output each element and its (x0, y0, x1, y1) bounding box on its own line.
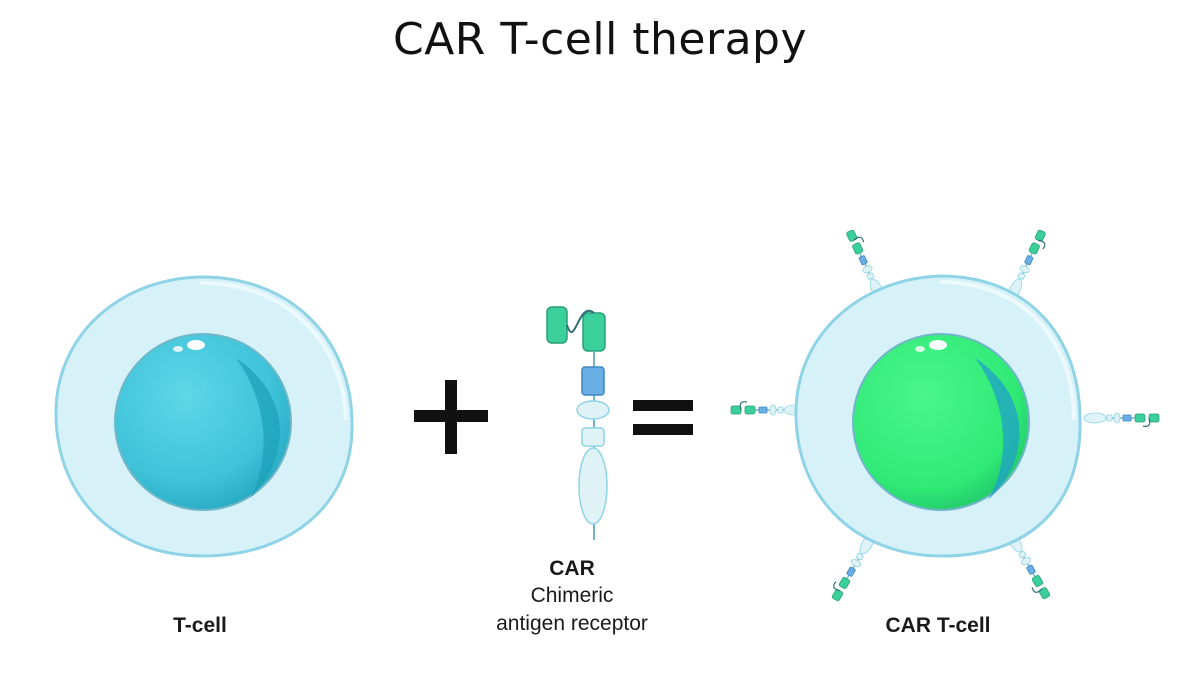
car-receptor-right (1083, 412, 1160, 428)
car-label-line2: antigen receptor (496, 612, 648, 635)
car-label-line1: Chimeric (531, 584, 614, 607)
cart-label: CAR T-cell (885, 614, 990, 637)
tcell-nucleus (114, 333, 292, 511)
car-receptor (546, 306, 610, 540)
car-label-bold: CAR (549, 557, 595, 580)
tcell-label: T-cell (173, 614, 227, 637)
equals-sign (633, 400, 693, 435)
cart-cell-illustration (730, 226, 1160, 603)
tcell-illustration (54, 275, 354, 558)
diagram-title: CAR T-cell therapy (392, 14, 808, 65)
plus-sign (414, 380, 488, 454)
cart-nucleus (852, 333, 1030, 511)
